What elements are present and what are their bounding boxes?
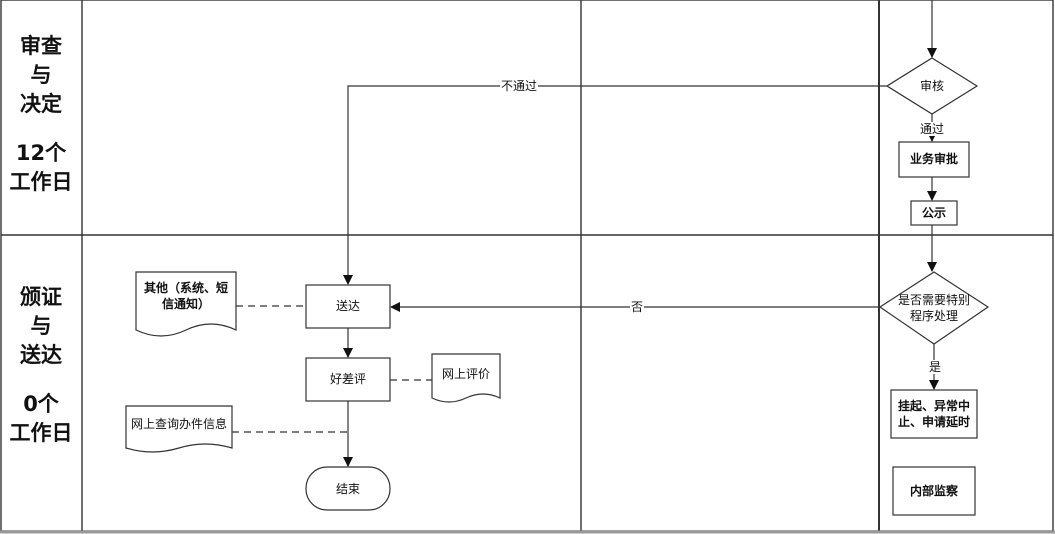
lane-label-review: 审查 与 决定 12个 工作日 — [2, 32, 80, 197]
business-approval-box — [898, 141, 970, 178]
suspend-label: 挂起、异常中止、申请延时 — [897, 399, 970, 429]
lane-title-1: 审查 — [20, 34, 62, 58]
internal-supervision-label: 内部监察 — [909, 484, 958, 498]
online-query-doc — [125, 405, 233, 453]
online-eval-doc — [431, 353, 501, 403]
online-eval-label: 网上评价 — [441, 367, 490, 381]
lane-days-unit: 工作日 — [9, 421, 73, 445]
review-label: 审核 — [919, 79, 944, 93]
arrow-not-pass — [343, 85, 887, 285]
online-query-label: 网上查询办件信息 — [130, 417, 227, 431]
lane-days-unit: 工作日 — [9, 170, 73, 194]
end-label: 结束 — [335, 482, 360, 496]
end-terminator — [305, 466, 391, 511]
publicity-box — [910, 200, 958, 226]
special-question-label: 是否需要特别程序处理 — [897, 293, 970, 323]
lane-title-3: 决定 — [20, 92, 62, 116]
edge-label-not-pass: 不通过 — [500, 79, 539, 93]
lane-label-delivery: 颁证 与 送达 0个 工作日 — [2, 283, 80, 448]
evaluation-label: 好差评 — [329, 372, 366, 386]
suspend-box — [890, 389, 978, 439]
lane-title-2: 与 — [30, 314, 52, 338]
lane-days-count: 12个 — [15, 141, 67, 165]
edge-label-no: 否 — [630, 300, 645, 314]
lane-title-1: 颁证 — [20, 285, 62, 309]
publicity-label: 公示 — [921, 206, 946, 220]
internal-supervision-box — [892, 466, 976, 516]
other-notice-doc — [135, 271, 237, 337]
other-notice-label: 其他（系统、短信通知） — [143, 281, 228, 311]
lane-title-3: 送达 — [20, 343, 62, 367]
lane-days-count: 0个 — [23, 392, 59, 416]
edge-label-yes: 是 — [928, 360, 943, 374]
business-approval-label: 业务审批 — [909, 152, 958, 166]
lane-title-2: 与 — [30, 63, 52, 87]
deliver-box — [305, 284, 391, 329]
edge-label-pass: 通过 — [919, 122, 946, 136]
deliver-label: 送达 — [335, 299, 360, 313]
